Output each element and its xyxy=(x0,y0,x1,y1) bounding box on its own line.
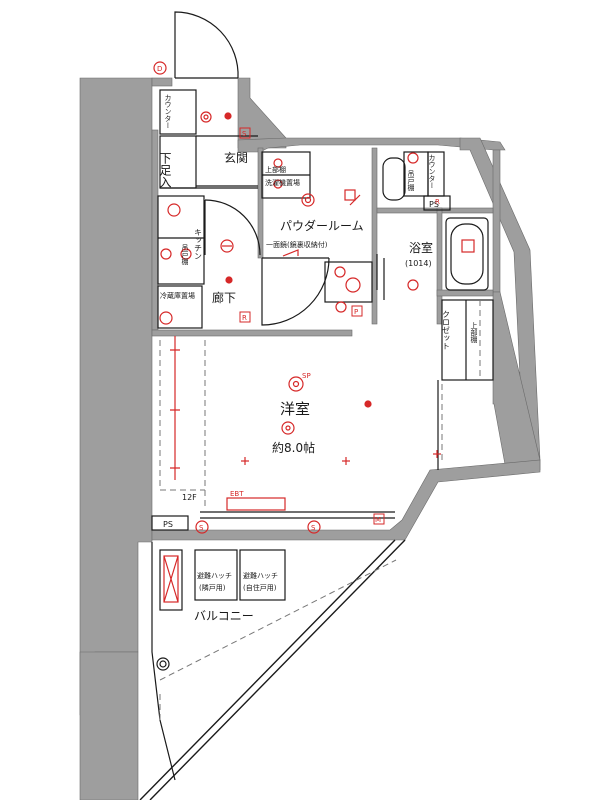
outlet-icon xyxy=(307,520,321,534)
light-icon xyxy=(301,193,315,207)
light-icon xyxy=(200,111,212,123)
hatch-left-label-1: 避難ハッチ xyxy=(197,571,232,580)
r-mark-2: R xyxy=(435,198,440,206)
water-heater-icon xyxy=(461,239,475,253)
electric-marks xyxy=(239,127,385,525)
light-icon xyxy=(220,239,234,253)
fridge-space-label: 冷蔵庫置場 xyxy=(160,291,195,300)
counter-right-label: カウンター xyxy=(428,154,436,189)
ps-bottom-label: PS xyxy=(163,520,173,529)
interior-lines xyxy=(151,11,494,781)
kitchen-label: キッチン xyxy=(194,228,203,260)
r-mark-1: R xyxy=(242,314,247,322)
s-mark-1: S xyxy=(242,130,247,138)
upper-shelf-label-2: 上部棚 xyxy=(470,321,478,344)
ebt-label: EBT xyxy=(230,490,244,498)
upper-shelf-label-1: 上部棚 xyxy=(265,165,286,174)
powder-room-label: パウダールーム xyxy=(280,218,364,233)
hanger-label-2: 吊戸棚 xyxy=(407,170,415,192)
ceiling-height-label: 12F xyxy=(182,493,197,502)
s-mark-2: S xyxy=(199,524,204,532)
m-mark-label: M xyxy=(375,516,381,524)
labels: 玄関 下足入 カウンター パウダールーム キッチン 廊下 浴室 (1014) 洋… xyxy=(157,65,478,623)
electric-symbols xyxy=(153,61,475,603)
sp-label: SP xyxy=(302,372,311,380)
western-room-label: 洋室 xyxy=(280,400,310,418)
counter-top-label: カウンター xyxy=(164,94,172,129)
closet-label: クロゼット xyxy=(442,310,451,350)
s-mark-3: S xyxy=(311,524,316,532)
bathroom-label: 浴室 xyxy=(409,240,433,255)
hanger-label-1: 吊戸棚 xyxy=(181,244,189,266)
balcony-label: バルコニー xyxy=(194,609,254,623)
mirror-note-label: 一面鏡(鏡裏収納付) xyxy=(266,240,328,249)
hatch-right-label-1: 避難ハッチ xyxy=(243,571,278,580)
p-mark-label: P xyxy=(354,308,358,316)
hallway-label: 廊下 xyxy=(212,290,236,305)
hatch-right-label-2: (自住戸用) xyxy=(243,583,277,592)
balcony-railing xyxy=(139,539,406,801)
ps-top-label: PS xyxy=(429,200,439,209)
outlet-icon xyxy=(195,520,209,534)
heater-icon xyxy=(226,497,286,511)
shoe-box-label: 下足入 xyxy=(158,152,172,188)
washer-space-label: 洗濯機置場 xyxy=(265,178,300,187)
entrance-label: 玄関 xyxy=(224,150,248,165)
bathroom-size-label: (1014) xyxy=(405,259,432,268)
hatch-left-label-2: (隣戸用) xyxy=(199,583,226,592)
d-mark-label: D xyxy=(157,65,162,73)
doorbell-icon xyxy=(153,61,167,75)
western-room-size-label: 約8.0帖 xyxy=(272,440,315,455)
ceiling-light-icon xyxy=(288,376,304,392)
dashed-lines xyxy=(159,300,481,720)
